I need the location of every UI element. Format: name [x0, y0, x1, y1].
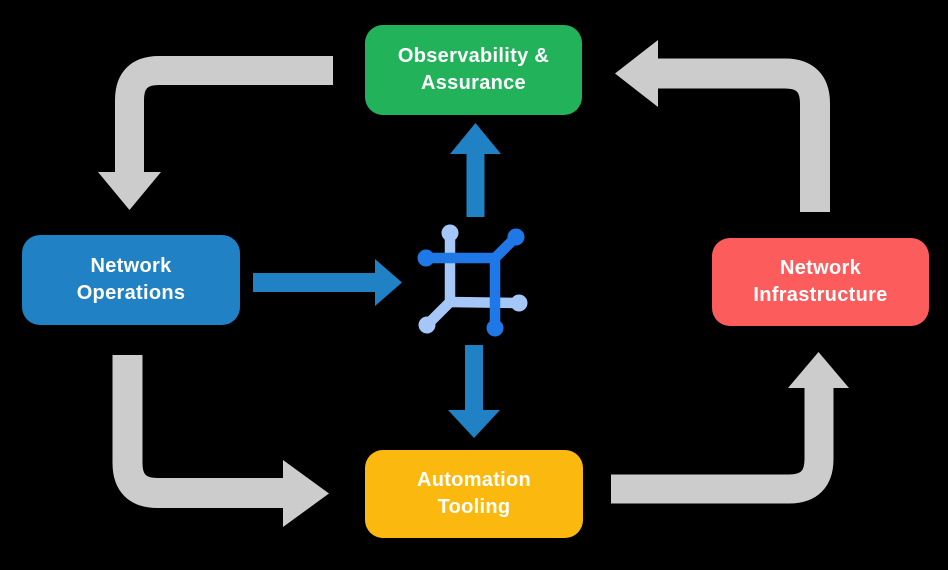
node-label-line: Observability & [397, 45, 550, 67]
arrow-operations-to-automation [112, 355, 329, 527]
node-network-operations: Network Operations [22, 235, 240, 325]
arrow-infrastructure-to-observability [615, 40, 830, 212]
arrow-operations-to-center [253, 259, 402, 306]
node-observability-assurance: Observability & Assurance [365, 25, 582, 115]
node-label-line: Network [779, 257, 861, 279]
arrow-observability-to-operations [98, 56, 333, 210]
network-mesh-icon-svg [417, 224, 528, 337]
node-automation-tooling: Automation Tooling [365, 450, 583, 538]
node-label-line: Tooling [437, 496, 511, 518]
network-mesh-icon [410, 220, 532, 342]
arrow-automation-to-infrastructure [611, 352, 849, 504]
node-network-infrastructure: Network Infrastructure [712, 238, 929, 326]
arrow-center-to-observability [450, 123, 501, 217]
node-label-line: Operations [76, 282, 186, 304]
node-label-line: Automation [416, 469, 532, 491]
node-label-line: Network [90, 255, 172, 277]
arrow-center-to-automation [448, 345, 500, 438]
node-label-line: Assurance [421, 72, 526, 94]
node-label-line: Infrastructure [753, 284, 888, 306]
